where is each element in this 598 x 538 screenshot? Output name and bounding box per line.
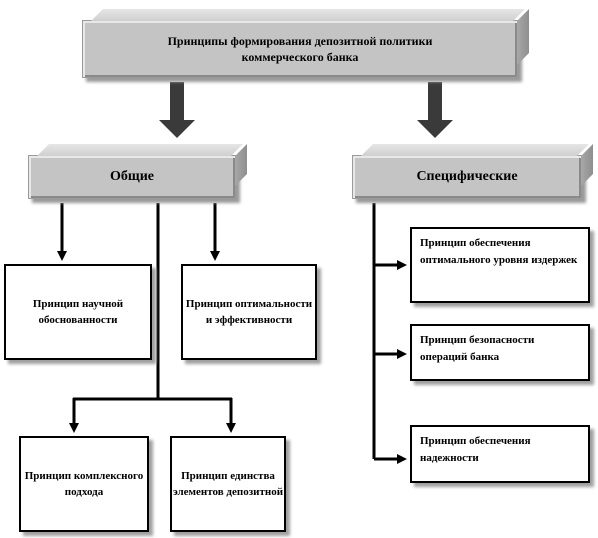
principle-optimality-box: Принцип оптимальности и эффективности [181, 264, 317, 360]
principle-unity-box: Принцип единства элементов депозитной [170, 436, 286, 532]
title-line-2: коммерческого банка [241, 50, 359, 64]
principle-reliability-box: Принцип обеспечения надежности [410, 425, 590, 483]
principle-safety-text: Принцип безопасности операций банка [420, 334, 535, 363]
block-arrow-to-general [159, 82, 195, 138]
principle-reliability-text: Принцип обеспечения надежности [420, 435, 531, 464]
specific-category-box: Специфические [352, 155, 582, 199]
principle-complex-text: Принцип комплексного подхода [24, 469, 144, 499]
principle-costs-text: Принцип обеспечения оптимального уровня … [420, 237, 578, 266]
principle-complex-box: Принцип комплексного подхода [19, 436, 149, 532]
principle-safety-box: Принцип безопасности операций банка [410, 324, 590, 381]
title-line-1: Принципы формирования депозитной политик… [167, 33, 433, 48]
principle-costs-box: Принцип обеспечения оптимального уровня … [410, 227, 590, 303]
principle-unity-text: Принцип единства элементов депозитной [172, 469, 284, 499]
specific-label: Специфические [416, 169, 518, 184]
principle-scientific-box: Принцип научной обоснованности [4, 264, 152, 360]
principle-optimality-text: Принцип оптимальности и эффективности [185, 297, 313, 327]
main-title-box: Принципы формирования депозитной политик… [82, 20, 518, 78]
principle-scientific-text: Принцип научной обоснованности [32, 297, 124, 327]
block-arrow-to-specific [417, 82, 453, 138]
general-label: Общие [110, 169, 154, 184]
general-category-box: Общие [28, 155, 236, 199]
